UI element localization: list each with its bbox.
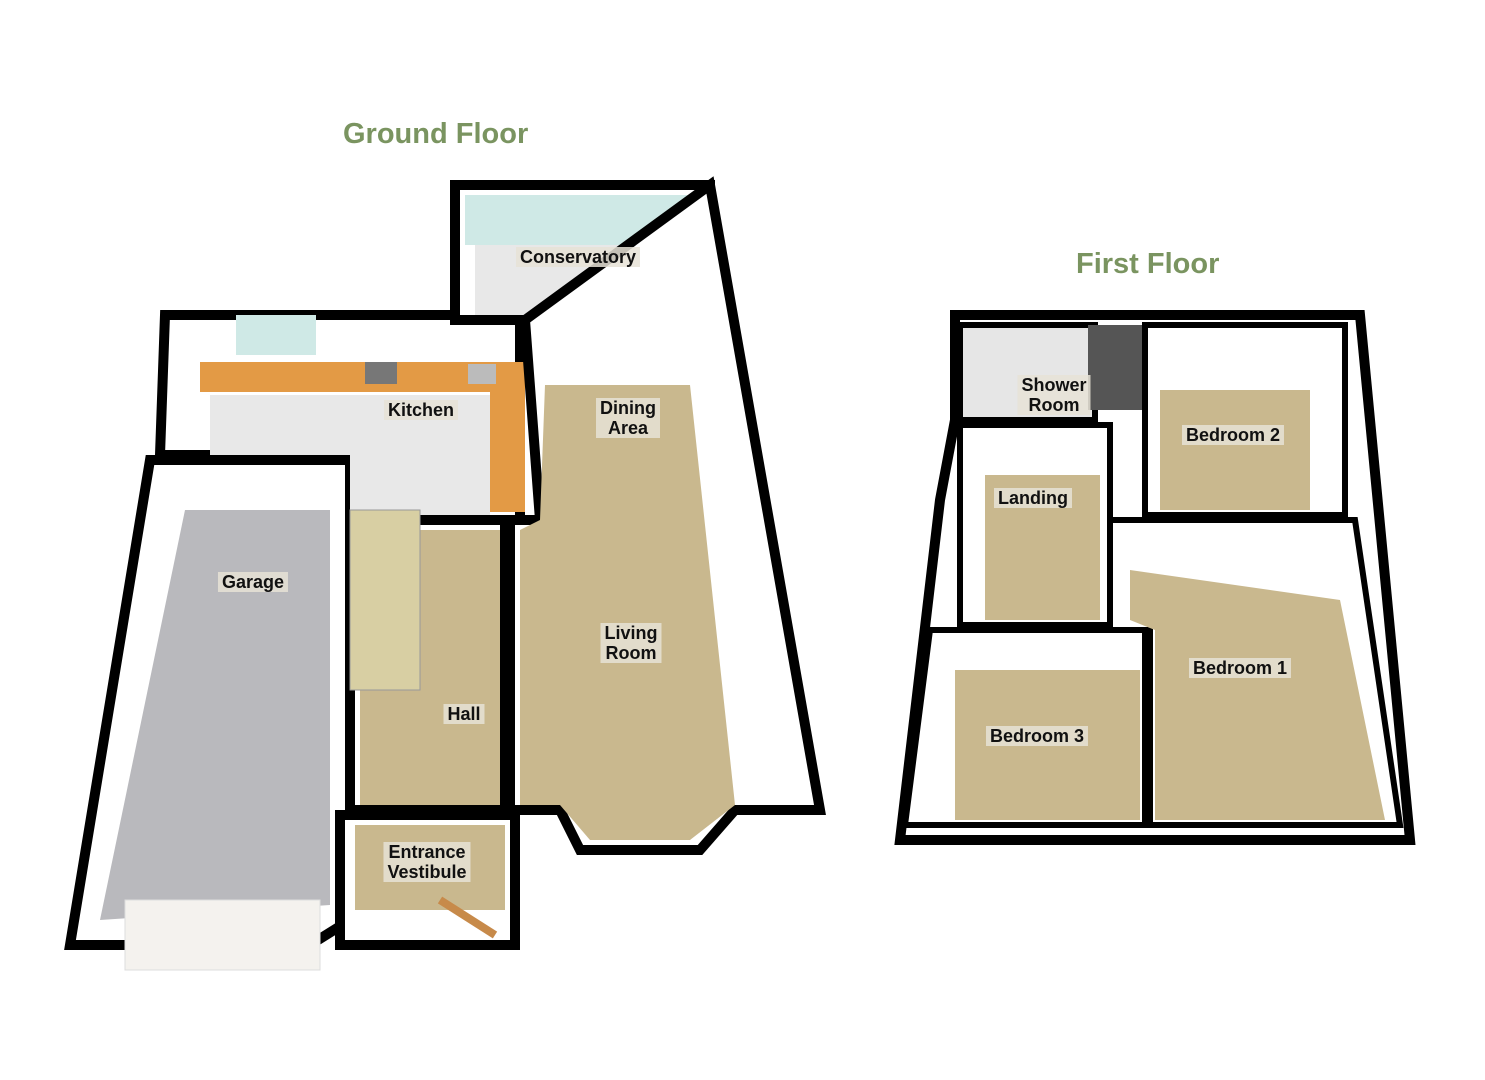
room-label-landing: Landing	[994, 488, 1072, 508]
shower-icon	[1088, 325, 1143, 410]
room-label-garage: Garage	[217, 572, 289, 592]
ground-floor-plan	[64, 176, 826, 971]
room-label-kitchen: Kitchen	[383, 400, 459, 420]
staircase-icon	[349, 509, 421, 691]
room-label-entrance-vestibule: Entrance Vestibule	[383, 842, 471, 882]
front-door-icon	[437, 896, 498, 939]
room-label-bedroom-3: Bedroom 3	[985, 726, 1089, 746]
first-floor-plan	[894, 310, 1416, 845]
room-label-living-room: Living Room	[600, 623, 662, 663]
room-label-dining-area: Dining Area	[596, 398, 660, 438]
ground-floor-title: Ground Floor	[343, 118, 529, 150]
room-label-shower-room: Shower Room	[1017, 375, 1091, 415]
room-label-hall: Hall	[443, 704, 485, 724]
hob-icon	[365, 362, 397, 384]
room-label-conservatory: Conservatory	[515, 247, 641, 267]
garage-door-icon	[124, 899, 321, 971]
sink-icon	[468, 364, 496, 384]
room-label-bedroom-1: Bedroom 1	[1188, 658, 1292, 678]
first-floor-title: First Floor	[1076, 248, 1220, 280]
room-label-bedroom-2: Bedroom 2	[1181, 425, 1285, 445]
